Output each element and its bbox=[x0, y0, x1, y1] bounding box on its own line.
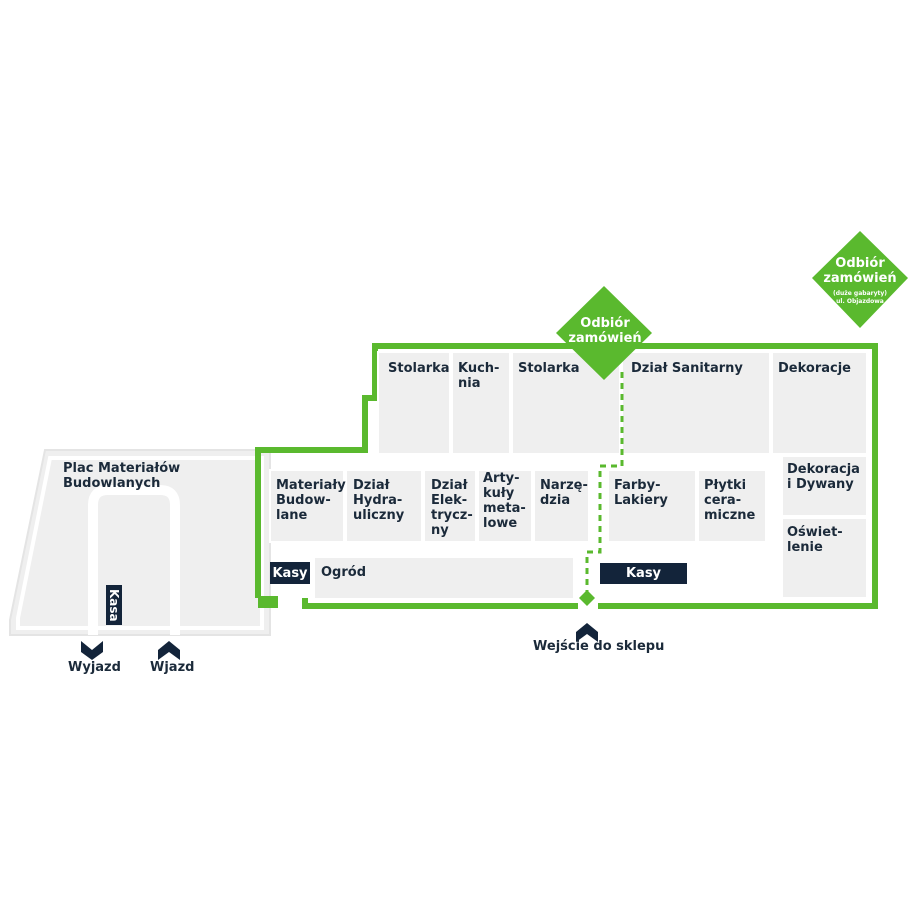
zone-label-dekoracja-dywany: Dekoracja i Dywany bbox=[787, 462, 860, 492]
zone-label-artykuly-metalowe: Arty- kuły meta- lowe bbox=[483, 471, 526, 531]
yard-cashier: Kasa bbox=[106, 585, 122, 625]
zone-oswietlenie bbox=[781, 517, 868, 599]
exit-arrow-icon bbox=[81, 641, 103, 660]
checkout-left: Kasy bbox=[270, 562, 310, 584]
zone-kuchnia bbox=[451, 351, 511, 455]
zone-dzial-sanitarny bbox=[621, 351, 771, 455]
zone-label-oswietlenie: Oświet- lenie bbox=[787, 525, 843, 555]
enter-arrow-icon bbox=[158, 641, 180, 660]
zone-label-ogrod: Ogród bbox=[321, 565, 367, 580]
store-outline bbox=[255, 343, 878, 609]
zone-narzedzia bbox=[533, 469, 590, 543]
zone-ogrod bbox=[313, 556, 575, 600]
zone-dzial-hydrauliczny bbox=[345, 469, 423, 543]
zone-label-dekoracje: Dekoracje bbox=[778, 361, 851, 376]
zone-label-narzedzia: Narzę- dzia bbox=[540, 478, 588, 508]
zone-stolarka-1 bbox=[377, 351, 451, 455]
pickup-diamond-main bbox=[556, 286, 652, 380]
pickup-path bbox=[585, 368, 624, 596]
zone-label-plytki-ceramiczne: Płytki cera- miczne bbox=[704, 478, 756, 523]
exit-label: Wyjazd bbox=[68, 660, 121, 675]
zone-dzial-elektryczny bbox=[423, 469, 477, 543]
pickup-diamond-outside bbox=[812, 231, 908, 328]
checkout-right: Kasy bbox=[600, 563, 687, 584]
yard-title: Plac Materiałów Budowlanych bbox=[63, 461, 181, 491]
zone-label-materialy-budowlane: Materiały Budow- lane bbox=[276, 478, 346, 523]
pickup-outside-note: (duże gabaryty) bbox=[832, 290, 888, 297]
zone-label-farby-lakiery: Farby- Lakiery bbox=[614, 478, 668, 508]
zone-label-stolarka-2: Stolarka bbox=[518, 361, 580, 376]
pickup-outside-label[interactable]: Odbiór zamówień bbox=[823, 256, 897, 286]
zone-farby-lakiery bbox=[607, 469, 697, 543]
pickup-outside-street: ul. Objazdowa bbox=[836, 298, 884, 305]
store-entrance-arrow-icon bbox=[576, 623, 598, 642]
zone-artykuly-metalowe bbox=[477, 469, 533, 543]
entrance-marker bbox=[579, 590, 595, 606]
store-entrance-label[interactable]: Wejście do sklepu bbox=[533, 639, 665, 654]
zone-label-dzial-elektryczny: Dział Elek- trycz- ny bbox=[431, 478, 473, 538]
yard-driveway bbox=[88, 485, 180, 635]
zone-dekoracja-dywany bbox=[781, 455, 868, 517]
zone-plytki-ceramiczne bbox=[697, 469, 767, 543]
zone-label-kuchnia: Kuch- nia bbox=[458, 361, 500, 391]
zone-label-dzial-sanitarny: Dział Sanitarny bbox=[631, 361, 743, 376]
enter-label: Wjazd bbox=[150, 660, 195, 675]
pickup-main-label[interactable]: Odbiór zamówień bbox=[568, 316, 642, 346]
zone-materialy-budowlane bbox=[269, 469, 345, 543]
zone-dekoracje bbox=[771, 351, 868, 455]
zone-label-dzial-hydrauliczny: Dział Hydra- uliczny bbox=[353, 478, 405, 523]
zone-label-stolarka-1: Stolarka bbox=[388, 361, 450, 376]
